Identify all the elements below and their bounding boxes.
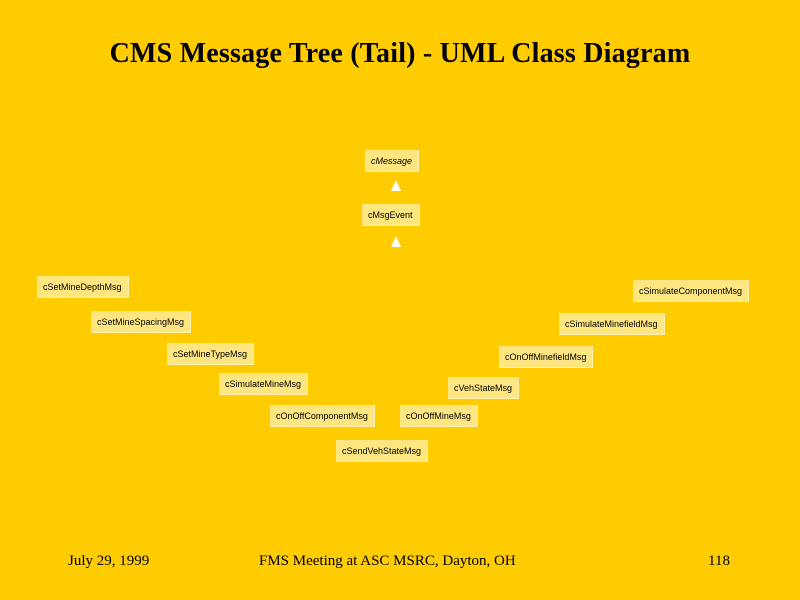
- class-box-csimulateminemsg: cSimulateMineMsg: [219, 373, 309, 395]
- class-box-csendvehstatemsg: cSendVehStateMsg: [336, 440, 429, 462]
- class-box-csetminedepthmsg: cSetMineDepthMsg: [37, 276, 129, 298]
- class-box-cvehstatemsg: cVehStateMsg: [448, 377, 520, 399]
- footer-page-number: 118: [708, 553, 730, 569]
- inheritance-arrow-icon: [391, 180, 401, 191]
- inheritance-arrow-icon: [391, 236, 401, 247]
- slide-title: CMS Message Tree (Tail) - UML Class Diag…: [109, 38, 691, 69]
- class-box-cmsgevent: cMsgEvent: [362, 204, 420, 226]
- class-box-conoffminefieldmsg: cOnOffMinefieldMsg: [499, 346, 594, 368]
- footer-event: FMS Meeting at ASC MSRC, Dayton, OH: [259, 553, 516, 569]
- class-box-cmessage: cMessage: [365, 150, 420, 172]
- class-box-csimulateminefieldmsg: cSimulateMinefieldMsg: [559, 313, 665, 335]
- class-box-csimulatecomponentmsg: cSimulateComponentMsg: [633, 280, 750, 302]
- footer-date: July 29, 1999: [68, 553, 150, 569]
- class-box-csetminespacingmsg: cSetMineSpacingMsg: [91, 311, 192, 333]
- class-box-csetminetypemsg: cSetMineTypeMsg: [167, 343, 255, 365]
- class-box-conoffcomponentmsg: cOnOffComponentMsg: [270, 405, 375, 427]
- class-box-conoffminemsg: cOnOffMineMsg: [400, 405, 478, 427]
